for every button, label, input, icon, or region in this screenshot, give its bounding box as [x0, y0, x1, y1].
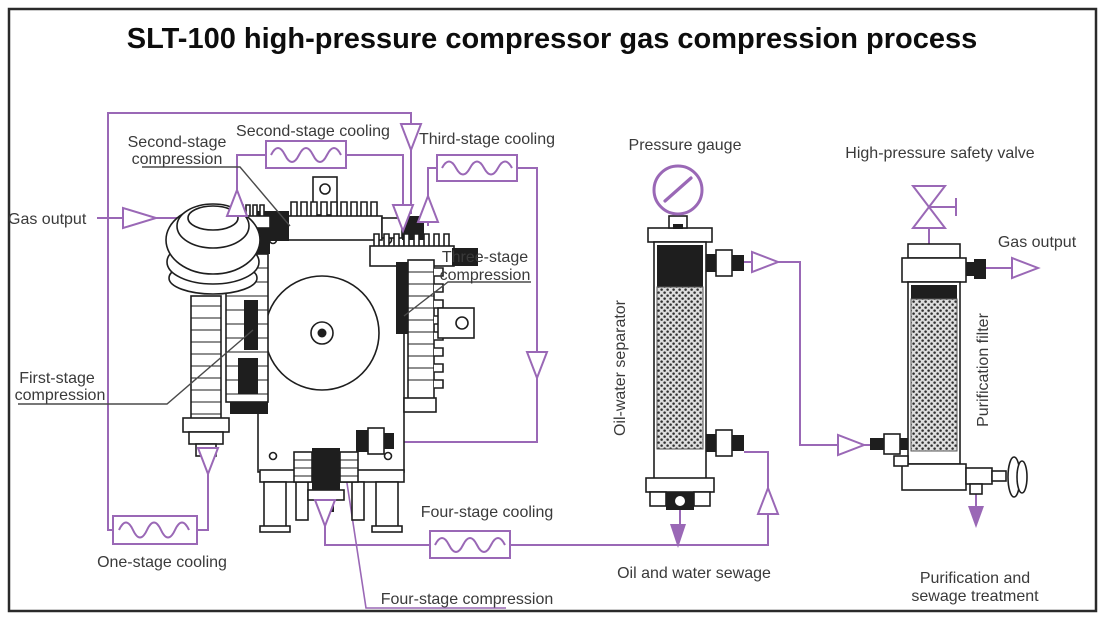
- label-purification-sewage-2: sewage treatment: [911, 588, 1039, 605]
- second-stage-cooling-coil: [265, 140, 347, 169]
- label-high-pressure-safety-valve: High-pressure safety valve: [845, 145, 1035, 162]
- oil-water-separator-unit: [645, 164, 744, 510]
- label-three-stage-compression-2: compression: [440, 267, 531, 284]
- pipe-cooler-three-to-fourth-stage: [388, 167, 538, 443]
- label-purification-filter: Purification filter: [975, 312, 992, 426]
- label-gas-output-right: Gas output: [998, 234, 1077, 251]
- purification-filter-unit: [870, 185, 1028, 498]
- label-third-stage-cooling: Third-stage cooling: [419, 131, 555, 148]
- label-first-stage-compression-2: compression: [15, 387, 106, 404]
- third-stage-cooling-coil: [436, 154, 518, 182]
- label-three-stage-compression-1: Three-stage: [442, 249, 528, 266]
- labels: Gas output Second-stage compression Seco…: [8, 123, 1077, 608]
- label-second-stage-compression-2: compression: [132, 151, 223, 168]
- compressor-unit: [165, 176, 478, 533]
- pipe-cooler-four-to-separator: [510, 451, 769, 546]
- filter-drain-valve: [965, 456, 1028, 498]
- label-four-stage-compression: Four-stage compression: [381, 591, 554, 608]
- label-purification-sewage-1: Purification and: [920, 570, 1030, 587]
- label-leaders: [18, 166, 531, 405]
- diagram-title: SLT-100 high-pressure compressor gas com…: [127, 23, 977, 55]
- label-four-stage-cooling: Four-stage cooling: [421, 504, 554, 521]
- one-stage-cooling-coil: [112, 515, 198, 545]
- arrow-down-sewage: [670, 524, 686, 548]
- arrow-down-purification: [968, 506, 984, 528]
- label-oil-and-water-sewage: Oil and water sewage: [617, 565, 771, 582]
- arrow-up-third: [416, 193, 440, 223]
- label-oil-water-separator: Oil-water separator: [612, 299, 629, 436]
- arrow-down-first-outlet: [196, 447, 220, 477]
- arrow-right-separator-outlet: [751, 250, 781, 274]
- pipe-separator-to-filter: [740, 261, 872, 446]
- label-one-stage-cooling: One-stage cooling: [97, 554, 227, 571]
- second-stage-fins: [290, 201, 378, 216]
- arrow-down-top: [399, 123, 423, 153]
- cooling-coils: [112, 140, 518, 559]
- label-first-stage-compression-1: First-stage: [19, 370, 95, 387]
- arrow-gas-inlet: [122, 206, 160, 230]
- pressure-gauge-icon: [652, 164, 704, 229]
- diagram-border: [7, 7, 1098, 613]
- arrow-right-gas-output: [1011, 256, 1041, 280]
- arrow-down-fourth-outlet: [313, 499, 337, 529]
- four-stage-cooling-coil: [429, 530, 511, 559]
- air-filter-dome: [165, 203, 261, 295]
- arrow-up-second: [225, 187, 249, 217]
- arrow-down-third-inlet: [391, 204, 415, 234]
- flow-arrows: [122, 123, 1041, 548]
- label-second-stage-compression-1: Second-stage: [128, 134, 227, 151]
- arrow-down-fourth-inlet: [525, 351, 549, 381]
- label-pressure-gauge: Pressure gauge: [629, 137, 742, 154]
- arrow-up-separator-inlet: [756, 485, 780, 515]
- arrow-right-filter-inlet: [837, 433, 867, 457]
- separator-mesh: [656, 286, 704, 450]
- safety-valve-icon: [910, 185, 957, 229]
- filter-mesh: [910, 298, 958, 452]
- label-second-stage-cooling: Second-stage cooling: [236, 123, 390, 140]
- label-gas-output-left: Gas output: [8, 211, 87, 228]
- third-stage-cylinder: [407, 259, 435, 401]
